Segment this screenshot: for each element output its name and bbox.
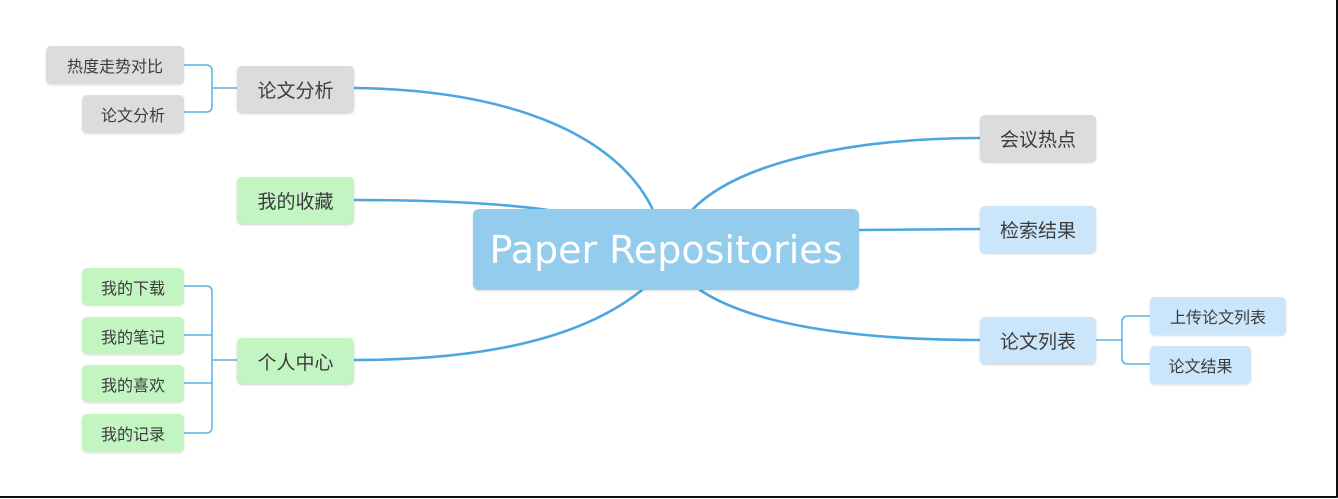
branch-my-favorites[interactable]: 我的收藏 xyxy=(237,177,354,224)
branch-paper-list[interactable]: 论文列表 xyxy=(980,317,1096,364)
leaf-my-notes[interactable]: 我的笔记 xyxy=(82,317,184,354)
bracket-personal xyxy=(183,285,238,434)
leaf-my-records[interactable]: 我的记录 xyxy=(82,414,184,452)
leaf-heat-trend-compare[interactable]: 热度走势对比 xyxy=(46,46,184,84)
edge-search-results xyxy=(856,227,982,232)
leaf-my-likes[interactable]: 我的喜欢 xyxy=(82,365,184,402)
branch-conference-hotspots[interactable]: 会议热点 xyxy=(980,115,1096,162)
edge-favorites xyxy=(352,198,550,212)
edge-personal xyxy=(352,288,644,362)
edge-paper-list xyxy=(698,288,982,342)
root-node[interactable]: Paper Repositories xyxy=(473,209,859,290)
bracket-paper-list xyxy=(1095,315,1151,365)
edge-hotspots xyxy=(690,136,982,212)
edge-analysis xyxy=(352,86,655,212)
leaf-paper-results[interactable]: 论文结果 xyxy=(1150,346,1251,384)
branch-personal-center[interactable]: 个人中心 xyxy=(237,338,354,384)
bracket-analysis xyxy=(183,64,238,113)
leaf-uploaded-paper-list[interactable]: 上传论文列表 xyxy=(1150,297,1286,335)
leaf-my-downloads[interactable]: 我的下载 xyxy=(82,268,184,305)
branch-search-results[interactable]: 检索结果 xyxy=(980,206,1096,253)
branch-paper-analysis[interactable]: 论文分析 xyxy=(237,66,354,113)
leaf-paper-analysis[interactable]: 论文分析 xyxy=(82,95,184,133)
